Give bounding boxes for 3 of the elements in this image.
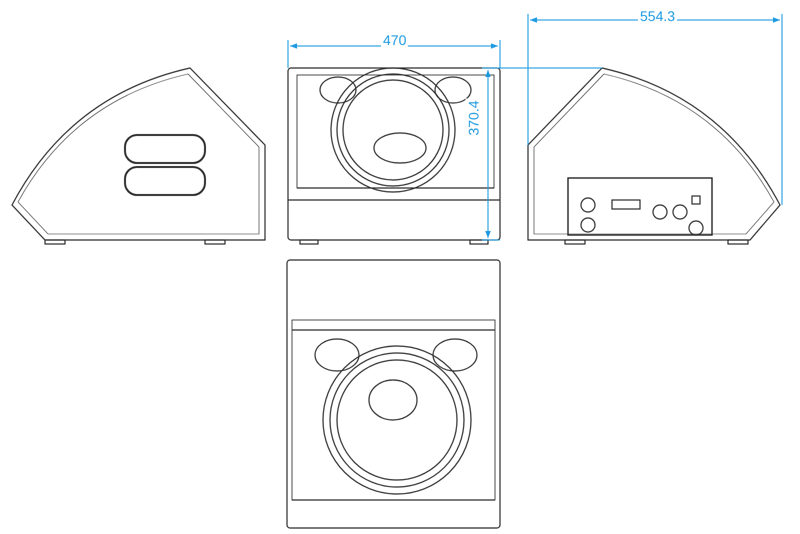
dimension-label: 470 bbox=[381, 32, 408, 48]
dimension-label: 370.4 bbox=[466, 98, 482, 138]
dimension-label: 554.3 bbox=[638, 8, 678, 24]
